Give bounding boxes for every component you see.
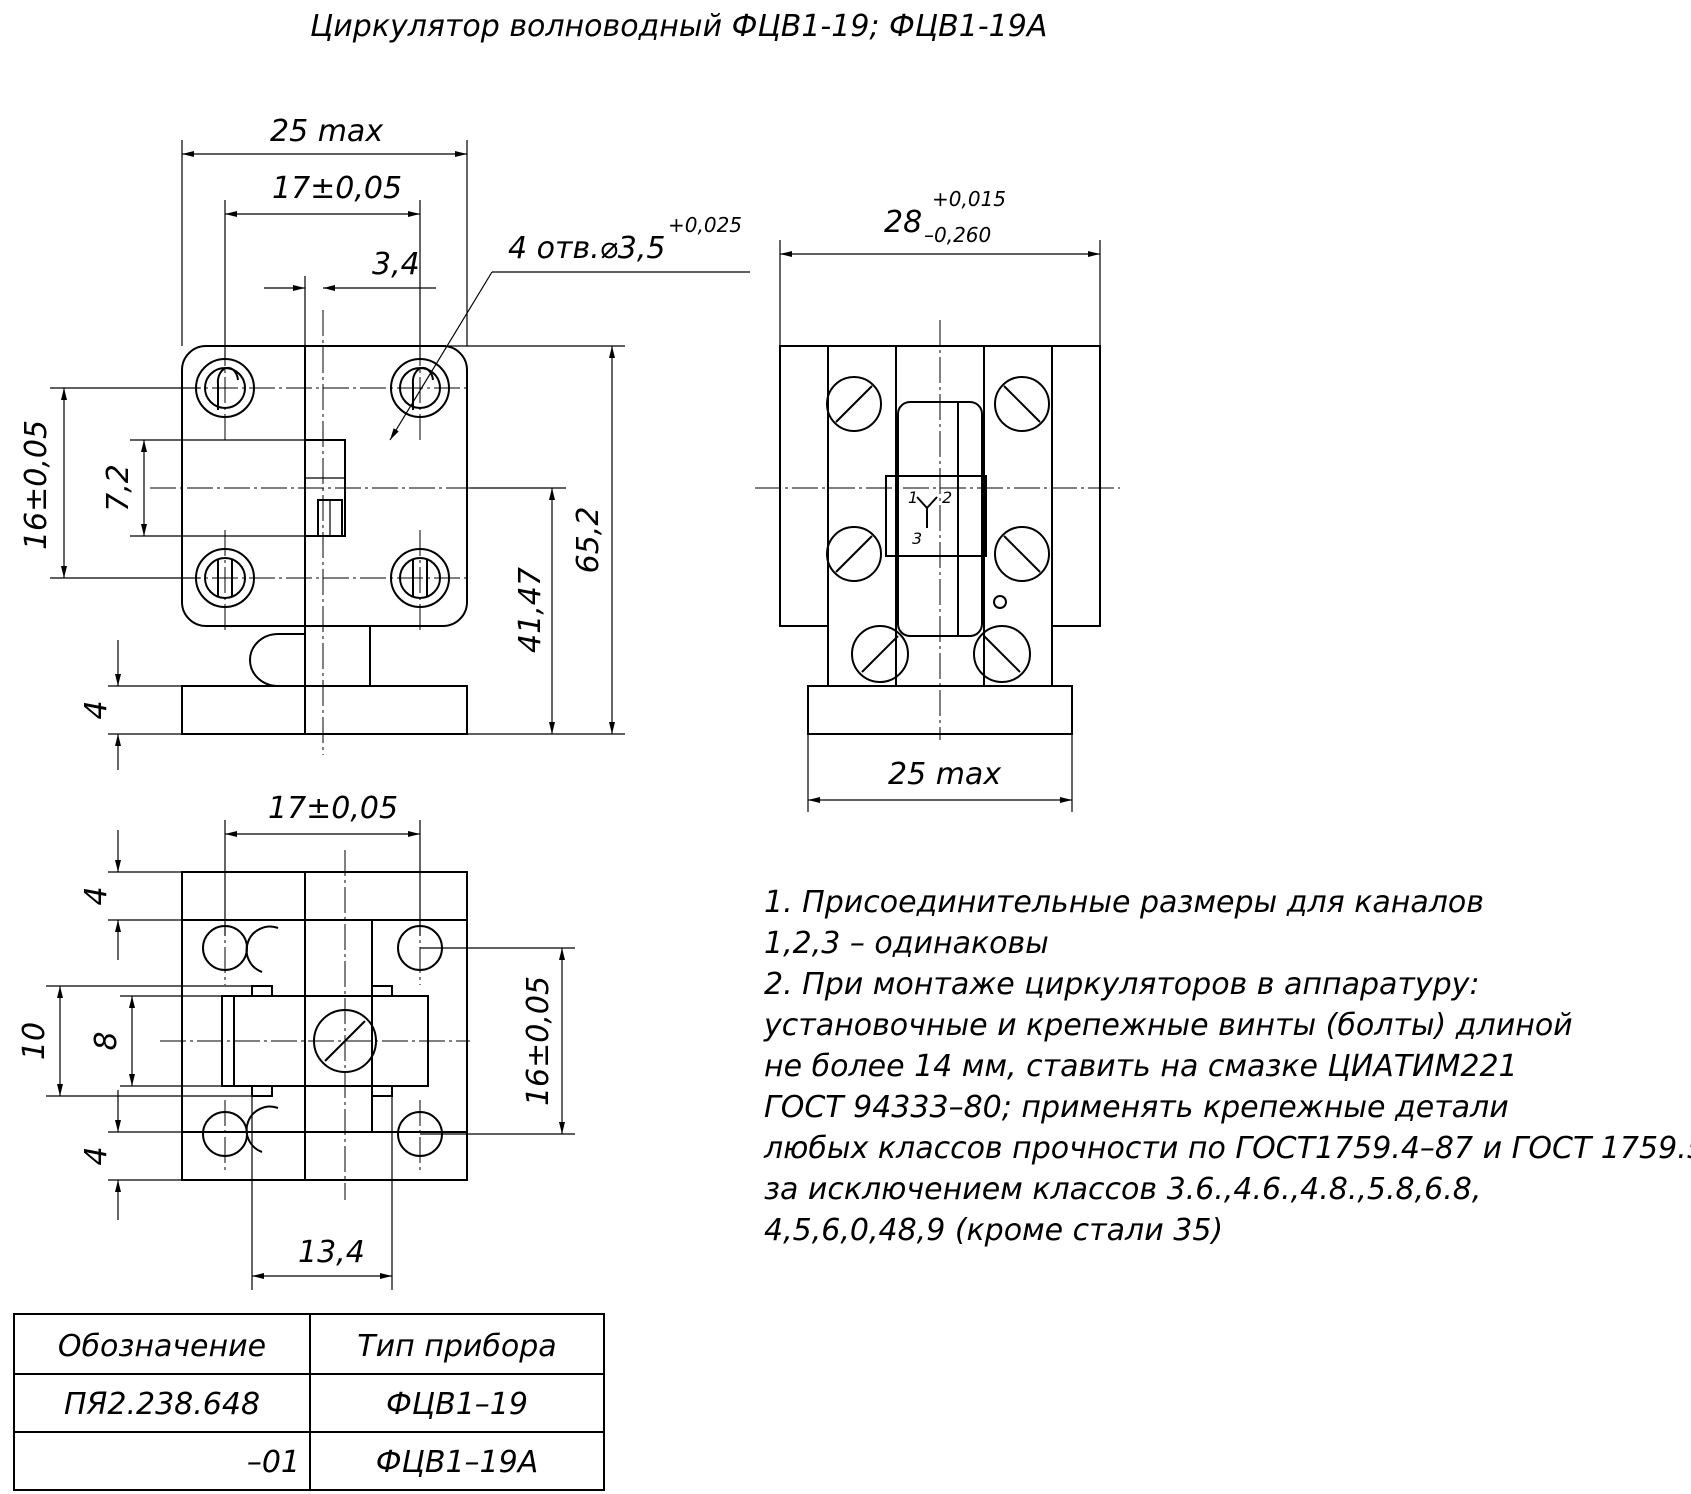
designation-table: Обозначение Тип прибора ПЯ2.238.648 ФЦВ1… (13, 1313, 605, 1491)
front-knob (249, 633, 279, 687)
dim-front-flange: 7,2 (101, 464, 136, 512)
channel-2-label: 2 (942, 488, 952, 507)
dim-bottom-width: 13,4 (298, 1235, 365, 1270)
side-view: 1 2 3 (755, 320, 1120, 740)
dim-bottom-top-margin: 4 (79, 886, 114, 905)
dim-side-width: 28 (884, 205, 922, 240)
dim-bottom-outer: 10 (17, 1022, 52, 1060)
side-screw-bl (851, 625, 909, 683)
note-line-8: за исключением классов 3.6.,4.6.,4.8.,5.… (764, 1172, 1481, 1207)
table-header-designation: Обозначение (58, 1329, 266, 1364)
side-screw-br (973, 625, 1031, 683)
note-line-6: ГОСТ 94333–80; применять крепежные детал… (764, 1090, 1509, 1125)
side-marker (993, 595, 1007, 609)
note-line-9: 4,5,6,0,48,9 (кроме стали 35) (764, 1213, 1223, 1248)
dim-front-overall-height: 65,2 (571, 507, 606, 574)
note-line-3: 2. При монтаже циркуляторов в аппаратуру… (764, 967, 1480, 1002)
side-label-plate (885, 475, 987, 557)
note-line-4: установочные и крепежные винты (болты) д… (763, 1008, 1573, 1043)
side-screw-ml (826, 526, 882, 582)
side-right-flange (1051, 345, 1101, 627)
dim-front-hole-spacing: 17±0,05 (272, 171, 402, 206)
channel-3-label: 3 (912, 529, 922, 548)
table-row-2-designation: –01 (247, 1445, 300, 1480)
table-row-2-device-type: ФЦВ1–19А (376, 1445, 538, 1480)
dim-front-offset: 3,4 (372, 247, 420, 282)
dim-bottom-inner: 8 (89, 1031, 124, 1050)
dim-bottom-hole-spacing: 17±0,05 (268, 791, 398, 826)
front-base (181, 685, 468, 735)
note-line-5: не более 14 мм, ставить на смазке ЦИАТИМ… (764, 1049, 1518, 1084)
table-header-device-type: Тип прибора (357, 1329, 556, 1364)
dim-holes: 4 отв.⌀3,5 (508, 231, 665, 266)
dim-side-tol-upper: +0,015 (932, 187, 1006, 211)
note-line-1: 1. Присоединительные размеры для каналов (764, 885, 1484, 920)
dim-holes-tol: +0,025 (668, 213, 742, 237)
channel-1-label: 1 (908, 488, 918, 507)
front-body-outline (181, 345, 468, 627)
side-screw-tl (826, 376, 882, 432)
note-line-2: 1,2,3 – одинаковы (764, 926, 1049, 961)
note-line-7: любых классов прочности по ГОСТ1759.4–87… (763, 1131, 1691, 1166)
dim-front-width: 25 max (270, 114, 383, 149)
table-row-1-device-type: ФЦВ1–19 (386, 1387, 528, 1422)
dim-side-base-width: 25 max (888, 757, 1001, 792)
dim-side-tol-lower: –0,260 (924, 223, 991, 247)
bottom-view (160, 850, 470, 1200)
dim-front-base: 4 (79, 700, 114, 719)
side-screw-mr (994, 526, 1050, 582)
bottom-body (181, 871, 468, 1181)
dim-bottom-right-spacing: 16±0,05 (521, 976, 556, 1106)
dim-front-axis-height: 41,47 (513, 567, 548, 653)
side-left-flange (779, 345, 829, 627)
drawing-title: Циркулятор волноводный ФЦВ1-19; ФЦВ1-19А (310, 9, 1047, 44)
front-view (150, 310, 470, 755)
dim-bottom-low-margin: 4 (79, 1146, 114, 1165)
table-row-1-designation: ПЯ2.238.648 (64, 1387, 260, 1422)
side-screw-tr (994, 376, 1050, 432)
notes: 1. Присоединительные размеры для каналов… (763, 885, 1691, 1248)
dim-front-left-spacing: 16±0,05 (19, 420, 54, 550)
